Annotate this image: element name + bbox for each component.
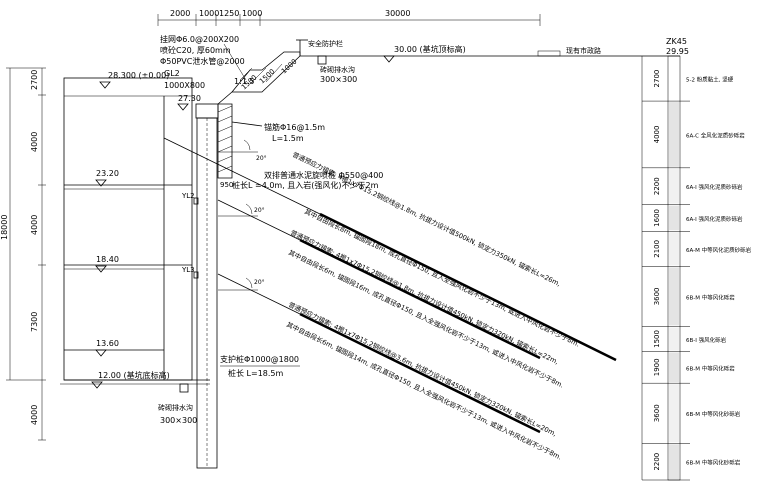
borehole-layer-fill xyxy=(669,168,679,204)
road-label: 现有市政路 xyxy=(566,46,601,55)
top-dim-1250: 1250 xyxy=(219,9,239,18)
borehole-layer-thickness: 1600 xyxy=(653,209,661,227)
angle-arcs xyxy=(218,139,258,291)
borehole-elev: 29.95 xyxy=(666,47,689,56)
pile-spec: 支护桩Φ1000@1800 xyxy=(220,354,299,364)
beam-yl3: YL3 xyxy=(181,266,195,274)
level-13-60: 13.60 xyxy=(96,339,119,348)
borehole-layer-thickness: 2700 xyxy=(653,70,661,88)
slope-ratio: 1:1.5 xyxy=(234,77,255,86)
borehole-layer-fill xyxy=(669,267,679,326)
borehole-column: ZK45 29.95 2700 5-2 粉质黏土, 坚硬 4000 6A-C 全风化泥… xyxy=(641,37,752,481)
guardrail-label: 安全防护栏 xyxy=(308,39,343,48)
ditch-bottom-size: 300×300 xyxy=(160,416,197,425)
slope-and-ground: 1500 1500 1000 1:1.5 安全防护栏 砖砌排水沟 300×300… xyxy=(217,39,680,105)
jet-grout-length: 桩长L =4.0m, 且入岩(强风化)不少于2m xyxy=(232,180,379,190)
borehole-layer-description: 5-2 粉质黏土, 坚硬 xyxy=(686,76,734,84)
borehole-layer-fill xyxy=(669,352,679,383)
borehole-layer-fill xyxy=(669,57,679,101)
angle-1: 20° xyxy=(256,155,267,162)
borehole-layer-fill xyxy=(669,444,679,479)
borehole-layer-fill xyxy=(669,205,679,231)
borehole-layer-description: 6A-M 中等风化泥质砂砾岩 xyxy=(686,246,752,254)
ditch-top-label: 砖砌排水沟 xyxy=(320,65,355,74)
borehole-layer-thickness: 2200 xyxy=(653,177,661,195)
left-dimension-line: 2700 4000 4000 7300 4000 18000 xyxy=(0,67,46,441)
borehole-layer-description: 6A-C 全风化泥质砂砾岩 xyxy=(686,131,745,139)
gl2-size: 1000X800 xyxy=(164,81,205,90)
borehole-layer-fill xyxy=(669,232,679,266)
pile-notes: 支护桩Φ1000@1800 桩长 L=18.5m xyxy=(220,354,300,378)
jet-grout-label: 双排普通水泥旋喷桩 Φ550@400 xyxy=(264,170,383,180)
beam-yl2: YL2 xyxy=(181,192,195,200)
borehole-layer-fill xyxy=(669,327,679,351)
jet-grout-note: 双排普通水泥旋喷桩 Φ550@400 桩长L =4.0m, 且入岩(强风化)不少… xyxy=(220,170,383,190)
level-18-40: 18.40 xyxy=(96,255,119,264)
borehole-layer-description: 6A-I 强风化泥质砂砾岩 xyxy=(686,215,743,223)
borehole-layer-thickness: 3600 xyxy=(653,404,661,422)
borehole-layer-description: 6B-M 中等风化砂砾岩 xyxy=(686,410,741,418)
waler-beams: YL2 YL3 xyxy=(181,192,199,279)
borehole-layer-fill xyxy=(669,384,679,443)
borehole-layer-thickness: 2100 xyxy=(653,240,661,258)
level-bottom: 12.00 (基坑底标高) xyxy=(98,370,170,380)
gl2-label: GL2 xyxy=(164,69,180,78)
level-top: 28.300 (±0.00) xyxy=(108,71,169,80)
borehole-layer-thickness: 1500 xyxy=(653,330,661,348)
ditch-top-size: 300×300 xyxy=(320,75,357,84)
anchor-bar-label: 锚筋Φ16@1.5m xyxy=(264,122,325,132)
borehole-layer-thickness: 1900 xyxy=(653,358,661,376)
borehole-layer-description: 6A-I 强风化泥质砂砾岩 xyxy=(686,183,743,191)
angle-3: 20° xyxy=(254,279,265,286)
top-dim-30000: 30000 xyxy=(385,9,410,18)
borehole-layer-description: 6B-M 中等风化砾岩 xyxy=(686,364,735,372)
borehole-layer-thickness: 3600 xyxy=(653,287,661,305)
ditch-bottom-label: 砖砌排水沟 xyxy=(158,403,193,412)
angle-2: 20° xyxy=(254,207,265,214)
borehole-layer-description: 6B-I 强风化砾岩 xyxy=(686,336,727,344)
left-dim-2700: 2700 xyxy=(30,70,39,90)
borehole-layer-thickness: 2200 xyxy=(653,453,661,471)
borehole-layer-description: 6B-M 中等风化砂砾岩 xyxy=(686,459,741,467)
anchor-bar-note: 锚筋Φ16@1.5m L=1.5m xyxy=(231,121,325,143)
borehole-layer-description: 6B-M 中等风化砾岩 xyxy=(686,293,735,301)
anchor-bar-length: L=1.5m xyxy=(272,134,304,143)
level-23-20: 23.20 xyxy=(96,169,119,178)
top-dim-1000: 1000 xyxy=(199,9,219,18)
note-mesh: 挂网Φ6.0@200X200 xyxy=(160,34,239,44)
bottom-ditch: 砖砌排水沟 300×300 xyxy=(158,383,197,425)
basement-structure xyxy=(60,77,210,385)
support-pile xyxy=(196,117,218,469)
ground-level: 30.00 (基坑顶标高) xyxy=(394,44,466,54)
level-markers: 28.300 (±0.00) 23.20 18.40 13.60 12.00 (… xyxy=(91,71,201,389)
left-dim-4000b: 4000 xyxy=(30,215,39,235)
borehole-layer-fill xyxy=(669,102,679,167)
top-dimension-line: 2000 1000 1250 1000 30000 xyxy=(157,9,541,26)
top-dim-1000b: 1000 xyxy=(242,9,262,18)
jet-grout-zone xyxy=(217,103,233,179)
pile-length: 桩长 L=18.5m xyxy=(228,368,284,378)
anchor-1: 20° 普通预应力锚索: 4根1x7Φ15.2钢绞线@1.8m, 抗拔力设计值5… xyxy=(163,137,617,362)
borehole-layer-thickness: 4000 xyxy=(653,126,661,144)
note-shotcrete: 喷砼C20, 厚60mm xyxy=(160,45,231,55)
borehole-name: ZK45 xyxy=(666,37,687,46)
note-drain-pipe: Φ50PVC泄水管@2000 xyxy=(160,56,245,66)
left-dim-7300: 7300 xyxy=(30,312,39,332)
left-dim-4000a: 4000 xyxy=(30,132,39,152)
top-dim-2000: 2000 xyxy=(170,9,190,18)
top-notes: 挂网Φ6.0@200X200 喷砼C20, 厚60mm Φ50PVC泄水管@20… xyxy=(160,34,247,81)
left-dim-4000c: 4000 xyxy=(30,405,39,425)
dim-950: 950 xyxy=(220,181,233,189)
level-crest: 27.30 xyxy=(178,94,201,103)
left-dim-total: 18000 xyxy=(0,215,9,240)
